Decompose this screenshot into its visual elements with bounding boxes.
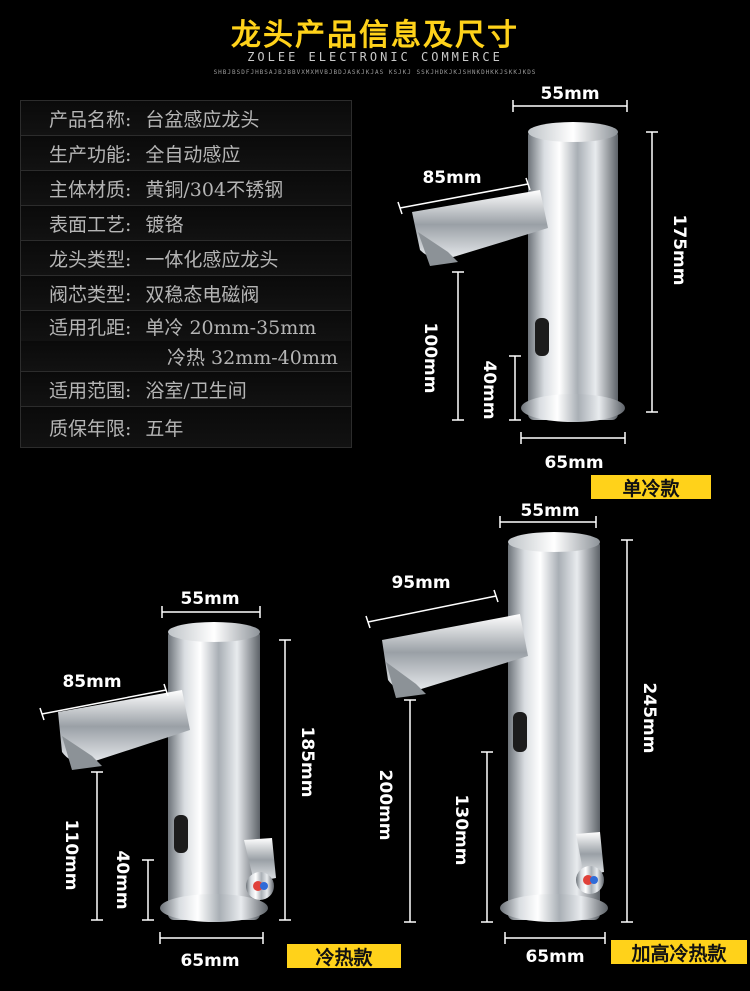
model-label-tall: 加高冷热款 <box>611 940 747 965</box>
spec-row: 阀芯类型: 双稳态电磁阀 <box>21 276 351 311</box>
dim-sensor-height: 40mm <box>479 360 499 419</box>
spec-key: 适用孔距: <box>49 316 132 339</box>
dim-spout-length: 85mm <box>422 168 481 188</box>
spec-row-continued: 冷热 32mm-40mm <box>21 341 351 372</box>
spec-key: 适用范围: <box>49 379 132 402</box>
dim-spout-height: 110mm <box>61 820 81 891</box>
spec-row: 产品名称: 台盆感应龙头 <box>21 101 351 136</box>
dim-top-width: 55mm <box>520 501 579 521</box>
spec-table: 产品名称: 台盆感应龙头 生产功能: 全自动感应 主体材质: 黄铜/304不锈钢 表面… <box>20 100 352 448</box>
dim-base-width: 65mm <box>180 951 239 971</box>
spec-key: 表面工艺: <box>49 213 132 236</box>
spec-key: 龙头类型: <box>49 248 132 271</box>
page-title: 龙头产品信息及尺寸 <box>231 18 519 53</box>
spec-row: 龙头类型: 一体化感应龙头 <box>21 241 351 276</box>
spec-value: 单冷 20mm-35mm <box>145 316 317 339</box>
faucet-mixed-dimension-lines <box>39 606 291 944</box>
spec-key: 生产功能: <box>49 143 132 166</box>
spec-row: 适用孔距: 单冷 20mm-35mm <box>21 311 351 341</box>
spec-value: 双稳态电磁阀 <box>145 283 260 306</box>
dim-total-height: 175mm <box>669 215 689 286</box>
spec-value: 一体化感应龙头 <box>145 248 279 271</box>
dim-base-width: 65mm <box>544 453 603 473</box>
dim-total-height: 185mm <box>297 727 317 798</box>
spec-key: 主体材质: <box>49 178 132 201</box>
spec-value: 镀铬 <box>145 213 184 236</box>
faucet-single-drawing <box>412 122 625 422</box>
dim-sensor-height: 40mm <box>112 850 132 909</box>
spec-key: 阀芯类型: <box>49 283 132 306</box>
faucet-tall-drawing <box>382 532 608 922</box>
dim-top-width: 55mm <box>180 589 239 609</box>
spec-row: 主体材质: 黄铜/304不锈钢 <box>21 171 351 206</box>
dim-spout-height: 200mm <box>375 770 395 841</box>
brand-subtitle: ZOLEE ELECTRONIC COMMERCE <box>247 50 503 64</box>
fine-print: SHBJBSDFJHBSAJBJBBVXMXMVBJBDJASKJKJAS KS… <box>213 69 537 76</box>
spec-row: 质保年限: 五年 <box>21 407 351 447</box>
dim-spout-length: 95mm <box>391 573 450 593</box>
model-label-mixed: 冷热款 <box>287 944 401 969</box>
faucet-tall-dimension-lines <box>365 516 633 944</box>
spec-value: 五年 <box>145 417 184 440</box>
spec-value: 台盆感应龙头 <box>145 108 260 131</box>
dim-base-width: 65mm <box>525 947 584 967</box>
dim-sensor-height: 130mm <box>451 795 471 866</box>
dim-total-height: 245mm <box>639 683 659 754</box>
faucet-mixed-drawing <box>58 622 276 922</box>
spec-key: 产品名称: <box>49 108 132 131</box>
spec-key: 质保年限: <box>49 417 132 440</box>
spec-value: 全自动感应 <box>145 143 241 166</box>
spec-value: 冷热 32mm-40mm <box>167 346 338 369</box>
spec-row: 表面工艺: 镀铬 <box>21 206 351 241</box>
faucet-single-dimension-lines <box>397 100 658 444</box>
dim-spout-height: 100mm <box>420 323 440 394</box>
dim-top-width: 55mm <box>540 84 599 104</box>
spec-row: 适用范围: 浴室/卫生间 <box>21 372 351 407</box>
spec-value: 黄铜/304不锈钢 <box>145 178 284 201</box>
spec-value: 浴室/卫生间 <box>145 379 247 402</box>
dim-spout-length: 85mm <box>62 672 121 692</box>
model-label-single: 单冷款 <box>591 475 711 500</box>
spec-row: 生产功能: 全自动感应 <box>21 136 351 171</box>
